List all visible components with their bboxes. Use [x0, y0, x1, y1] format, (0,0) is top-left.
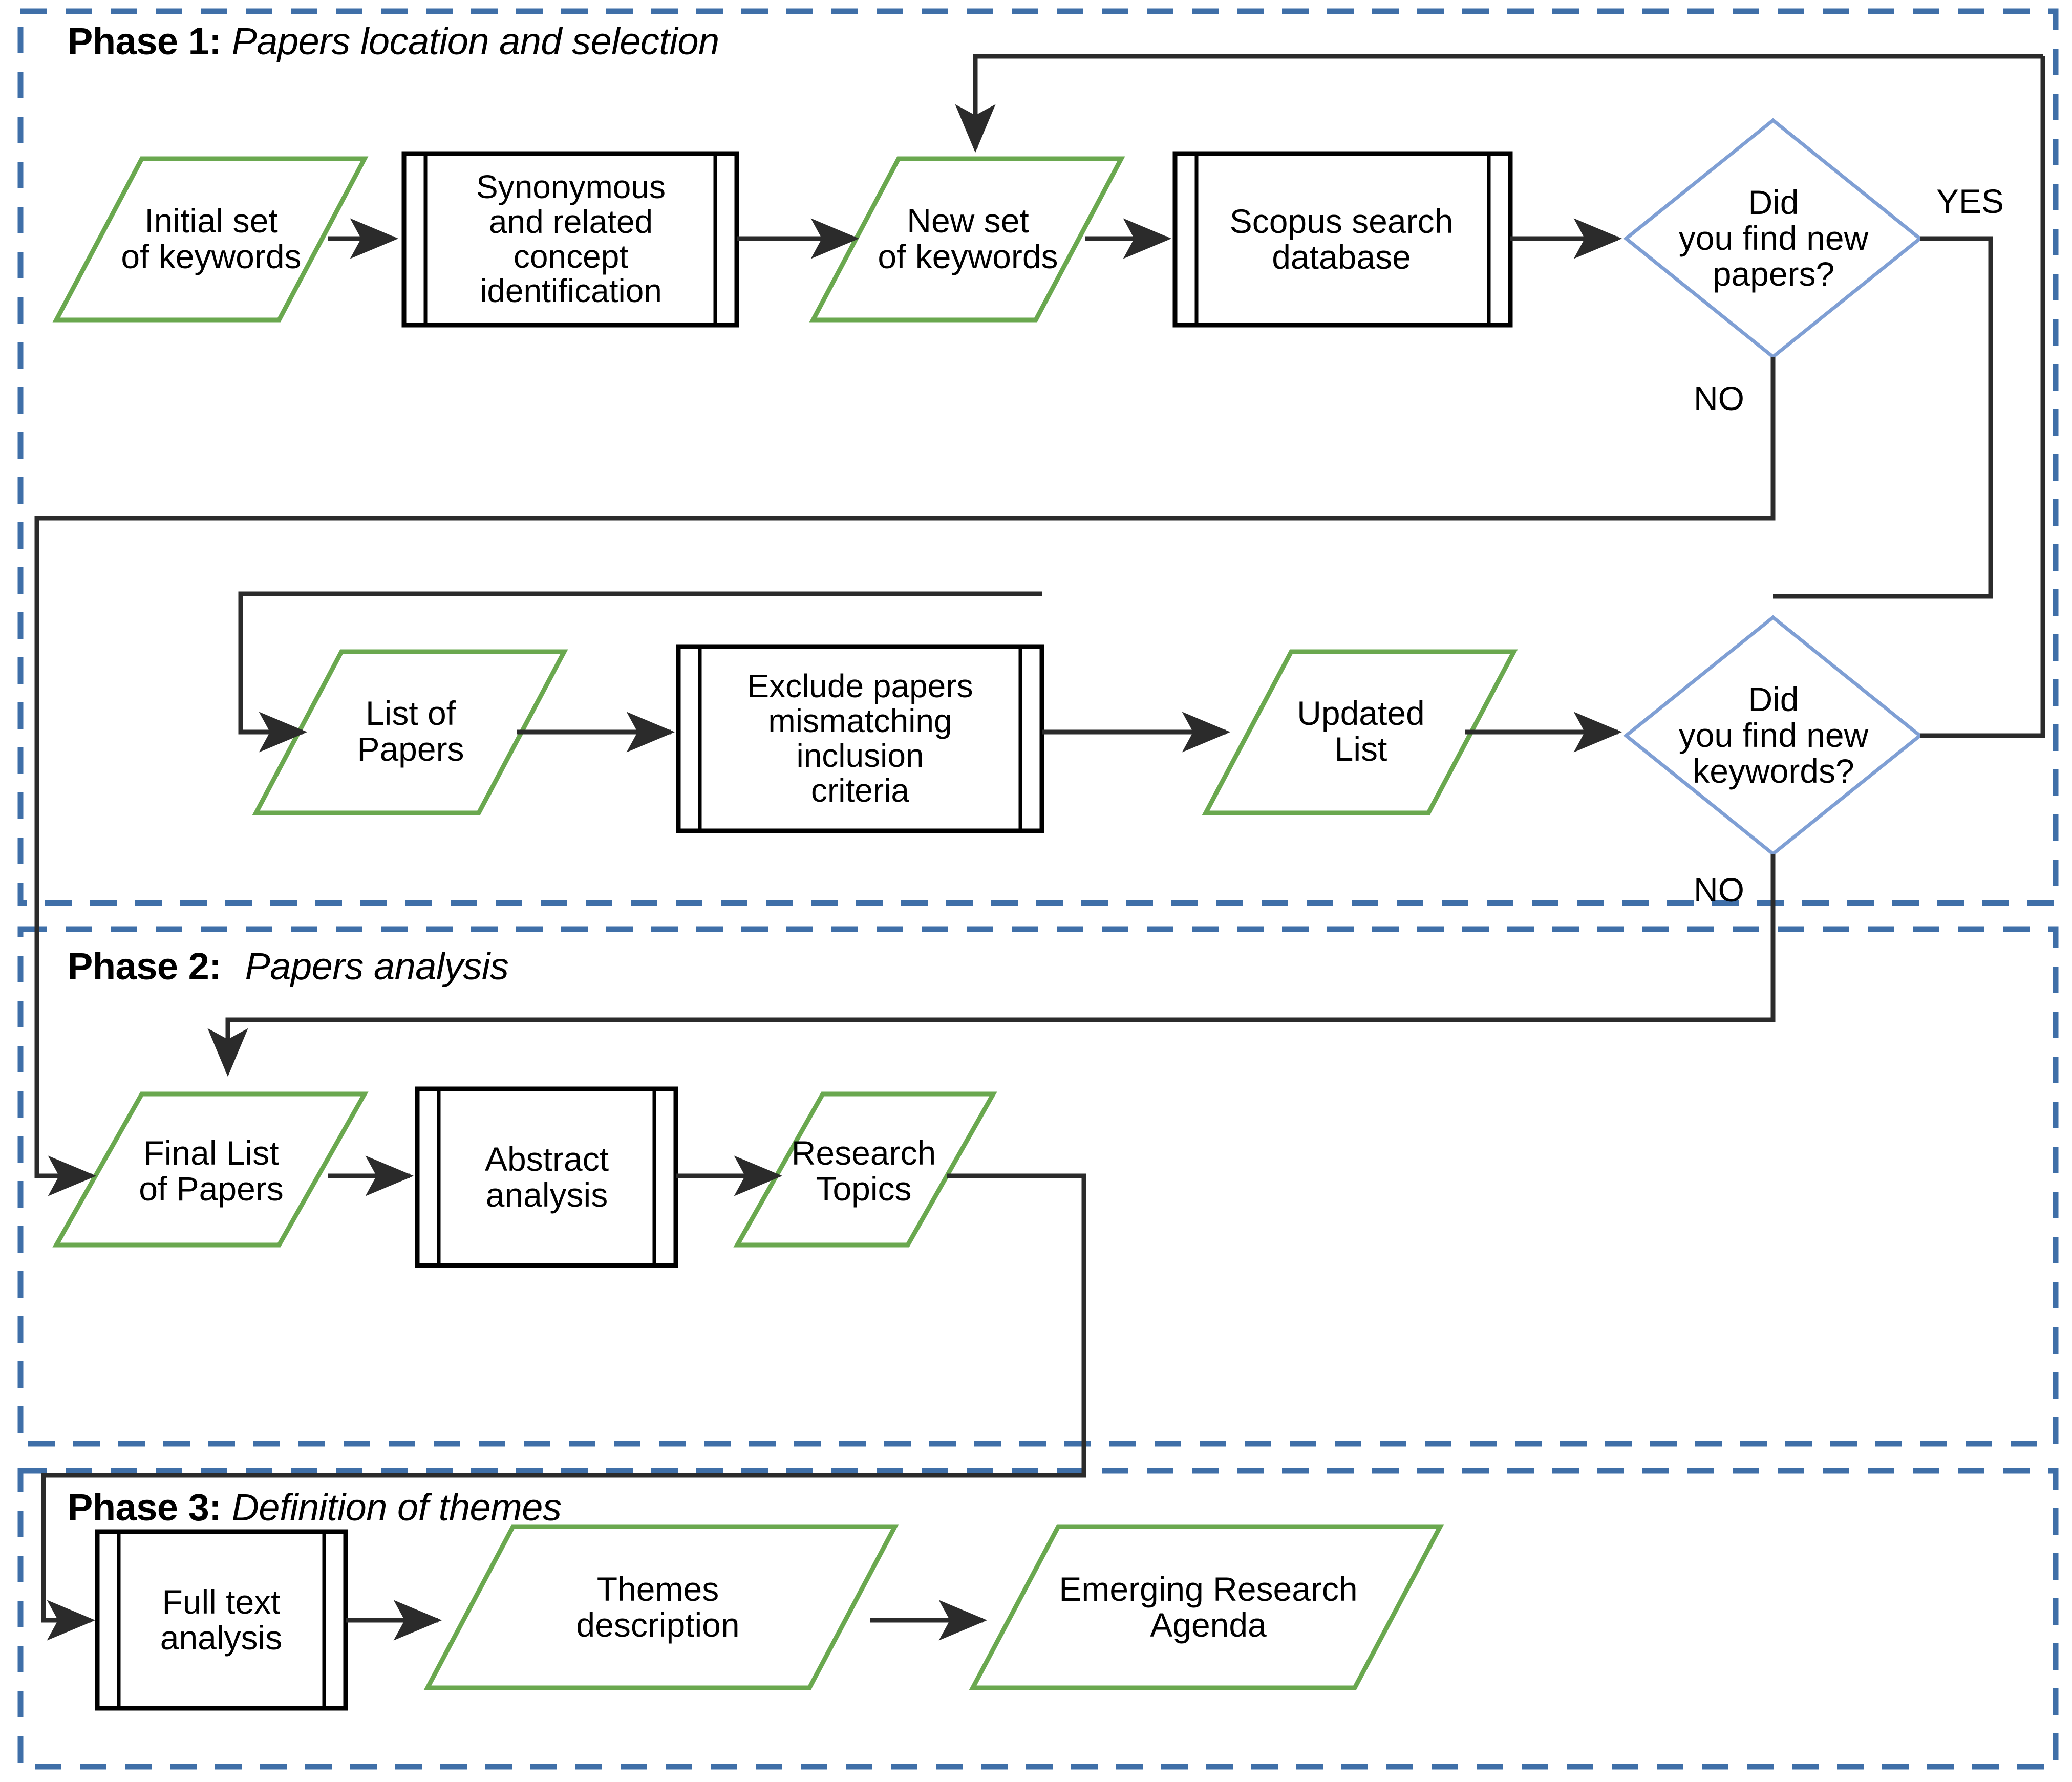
phase3-title: Phase 3: Definition of themes [68, 1486, 562, 1529]
phase1-boundary [17, 8, 2059, 906]
phase3-boundary [17, 1468, 2059, 1770]
edge-label-papers-yes: YES [1936, 182, 2004, 220]
edge-label-keywords-no: NO [1694, 871, 1744, 909]
node-updated-list[interactable] [1202, 649, 1518, 815]
phase2-boundary [17, 926, 2059, 1447]
phase1-title: Phase 1: Papers location and selection [68, 19, 719, 63]
edge-decisionkeywords-yes-riser [1920, 56, 2045, 738]
edge-to-listofpapers [238, 591, 1042, 753]
node-decision-papers[interactable] [1623, 118, 1923, 359]
phase3-name: Definition of themes [231, 1486, 562, 1529]
edge-decisionkeywords-yes-to-newkeywords [955, 54, 2043, 153]
edge-decisionpapers-no [34, 357, 1776, 1196]
node-abstract-analysis[interactable] [415, 1086, 678, 1268]
node-synonymous[interactable] [401, 151, 739, 328]
phase1-number: Phase 1: [68, 20, 222, 62]
node-initial-keywords[interactable] [52, 156, 369, 323]
phase3-number: Phase 3: [68, 1486, 222, 1529]
node-emerging-agenda[interactable] [969, 1524, 1444, 1690]
node-final-list[interactable] [52, 1091, 369, 1248]
node-list-of-papers[interactable] [252, 649, 568, 815]
edge-label-papers-no: NO [1694, 379, 1744, 417]
phase2-number: Phase 2: [68, 945, 222, 987]
edge-decisionpapers-yes [1773, 236, 1993, 599]
node-exclude-papers[interactable] [676, 644, 1044, 833]
phase2-name: Papers analysis [245, 945, 509, 987]
phase1-name: Papers location and selection [231, 20, 719, 62]
phase2-title: Phase 2: Papers analysis [68, 944, 509, 988]
node-decision-keywords[interactable] [1623, 615, 1923, 856]
node-new-keywords[interactable] [809, 156, 1125, 323]
node-full-text-analysis[interactable] [95, 1529, 348, 1711]
node-themes-description[interactable] [423, 1524, 899, 1690]
edge-decisionkeywords-no [207, 854, 1776, 1077]
node-research-topics[interactable] [733, 1091, 997, 1248]
edge-researchtopics-to-fulltext [41, 1173, 1086, 1641]
node-scopus-search[interactable] [1172, 151, 1513, 328]
